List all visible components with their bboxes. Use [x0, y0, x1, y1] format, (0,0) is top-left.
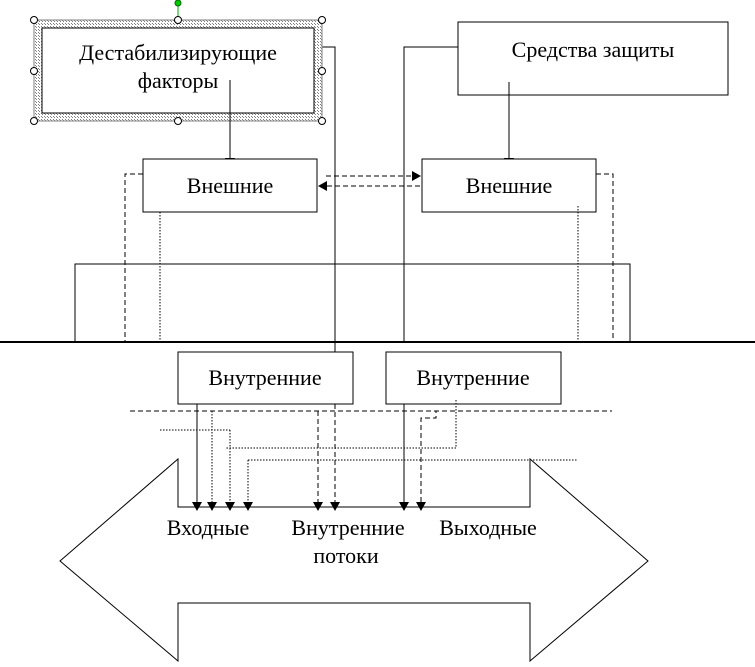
external-left-dashed-bracket — [124, 173, 143, 342]
external-right-box[interactable]: Внешние — [421, 158, 597, 213]
protection-label: Средства защиты — [512, 37, 675, 62]
destabilizing-factors-rect — [41, 27, 315, 114]
system-outline — [74, 263, 631, 342]
internal-flows-label-line1: Внутренние — [291, 515, 404, 540]
external-left-rect — [142, 158, 318, 213]
output-line-2 — [420, 411, 437, 502]
protection-connector-line — [403, 46, 458, 342]
destab-label-line2: факторы — [138, 68, 219, 93]
input-flows-label: Входные — [167, 515, 249, 540]
flows-double-arrow — [59, 457, 649, 663]
external-left-label: Внешние — [187, 173, 273, 198]
resize-handle-top[interactable] — [174, 16, 182, 24]
resize-handle-left[interactable] — [30, 67, 38, 75]
internal-flows-label-line2: потоки — [313, 543, 378, 568]
external-link-right-arrowhead — [412, 171, 421, 181]
internal-flow-arrowhead-1 — [313, 502, 323, 511]
internal-right-rect — [385, 351, 562, 405]
rotation-handle[interactable] — [174, 0, 182, 7]
destabilizing-factors-box[interactable]: Дестабилизирующие факторы — [30, 0, 326, 125]
internal-right-box[interactable]: Внутренние — [385, 351, 562, 405]
internal-right-label: Внутренние — [416, 365, 529, 390]
resize-handle-bottom[interactable] — [174, 117, 182, 125]
output-arrowhead-2 — [416, 502, 426, 511]
internal-left-box[interactable]: Внутренние — [177, 351, 354, 405]
input-arrowhead-2 — [207, 502, 217, 511]
input-arrowhead-1 — [192, 502, 202, 511]
resize-handle-bottom-left[interactable] — [30, 117, 38, 125]
resize-handle-right[interactable] — [318, 67, 326, 75]
external-right-rect — [421, 158, 597, 213]
destab-label-line1: Дестабилизирующие — [79, 40, 277, 65]
resize-handle-top-right[interactable] — [318, 16, 326, 24]
internal-flow-arrowhead-2 — [330, 502, 340, 511]
protection-means-rect — [457, 21, 729, 96]
input-arrowhead-3 — [225, 502, 235, 511]
dotted-line-middle — [225, 400, 457, 449]
internal-left-label: Внутренние — [208, 365, 321, 390]
resize-handle-bottom-right[interactable] — [318, 117, 326, 125]
resize-handle-top-left[interactable] — [30, 16, 38, 24]
output-flows-label: Выходные — [439, 515, 537, 540]
internal-left-rect — [177, 351, 354, 405]
destab-connector-line — [320, 46, 336, 342]
protection-means-box[interactable]: Средства защиты — [457, 21, 729, 96]
external-right-label: Внешние — [466, 173, 552, 198]
external-left-box[interactable]: Внешние — [142, 158, 318, 213]
output-arrowhead-1 — [399, 502, 409, 511]
external-link-left-arrowhead — [318, 181, 327, 191]
external-right-dashed-bracket — [596, 173, 614, 342]
input-arrowhead-4 — [243, 502, 253, 511]
